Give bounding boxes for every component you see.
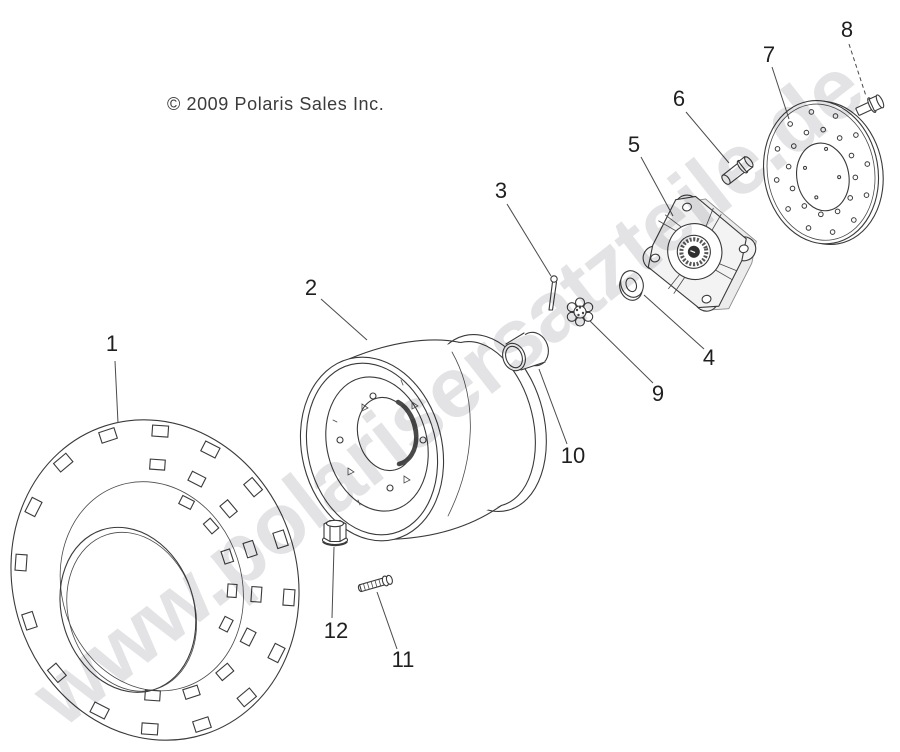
callout-11: 11 [391, 647, 415, 672]
leader-line-1 [114, 360, 119, 424]
leader-line-8 [848, 43, 867, 97]
callout-3: 3 [494, 178, 508, 203]
wheel-hub-drawing [642, 194, 757, 312]
copyright-text: © 2009 Polaris Sales Inc. [167, 94, 385, 114]
leader-line-11 [376, 591, 398, 650]
rim-center-bore [356, 396, 419, 472]
hub-splined-bore [667, 223, 723, 281]
rim-lug-holes [332, 379, 427, 506]
leader-line-6 [685, 111, 730, 164]
callout-10: 10 [560, 443, 586, 468]
leader-line-3 [506, 203, 552, 277]
dust-cap-drawing [502, 331, 549, 372]
leader-line-4 [643, 294, 705, 350]
callout-8: 8 [840, 17, 854, 42]
cotter-pin-drawing [548, 275, 558, 311]
leader-line-5 [640, 156, 674, 217]
tire-tread-middle-row [144, 458, 263, 702]
leader-line-10 [538, 368, 568, 445]
callout-9: 9 [651, 381, 665, 406]
callout-6: 6 [672, 86, 686, 111]
leader-line-7 [771, 66, 790, 120]
callout-5: 5 [627, 132, 641, 157]
leader-line-2 [320, 298, 368, 341]
flange-nut-drawing [321, 519, 349, 547]
leader-line-12 [331, 546, 335, 619]
leader-lines [114, 43, 867, 650]
callout-4: 4 [702, 345, 716, 370]
castle-nut-drawing [566, 297, 594, 327]
disc-bolt-drawing [855, 94, 885, 116]
tire-tread-outer-row [14, 424, 296, 736]
callout-12: 12 [323, 618, 349, 643]
callout-2: 2 [304, 275, 318, 300]
brake-disc-drawing [762, 100, 884, 246]
washer-drawing [619, 270, 644, 301]
tire-drawing [10, 419, 300, 741]
callout-1: 1 [105, 331, 119, 356]
disc-hole-pattern [773, 109, 871, 235]
leader-line-9 [589, 320, 654, 384]
tire-bead-hole [59, 526, 198, 693]
callout-7: 7 [762, 42, 776, 67]
wheel-stud-drawing [357, 574, 393, 593]
tire-tread-inner-row [178, 494, 238, 633]
wheel-rim-drawing [299, 334, 547, 542]
hub-bolt-drawing [721, 155, 754, 185]
